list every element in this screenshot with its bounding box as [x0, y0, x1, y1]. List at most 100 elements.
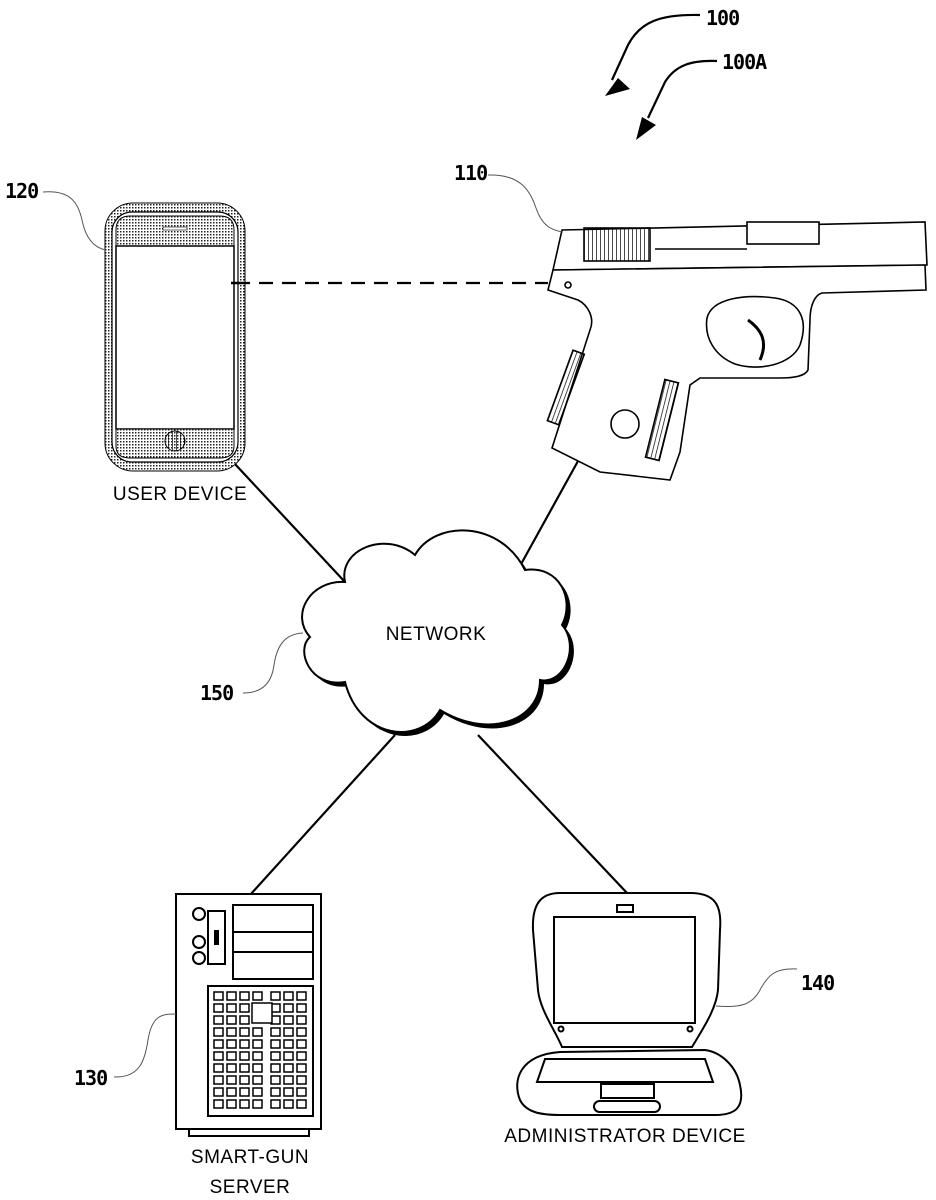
vent-cell [239, 1051, 250, 1061]
laptop-touchpad-button [593, 1100, 661, 1113]
gun-grip-serrations-back [546, 349, 586, 426]
vent-cell [252, 1039, 263, 1049]
vent-cell [226, 1015, 237, 1025]
vent-cell [283, 1003, 294, 1013]
link-network-to-server [249, 734, 396, 896]
vent-cell [213, 1063, 224, 1073]
vent-cell [213, 1075, 224, 1085]
vent-cell [283, 1027, 294, 1037]
vent-cell [270, 1099, 281, 1109]
ref-130: 130 [74, 1066, 107, 1090]
cloud-body [301, 529, 571, 733]
vent-cell [252, 1051, 263, 1061]
vent-cell [270, 1027, 281, 1037]
arrow-100a-head [636, 117, 656, 140]
vent-cell [270, 1051, 281, 1061]
vent-cell [270, 1075, 281, 1085]
vent-cell [252, 991, 263, 1001]
vent-cell [239, 1087, 250, 1097]
vent-large-cell [251, 1002, 273, 1024]
vent-cell [283, 991, 294, 1001]
vent-cell [213, 1003, 224, 1013]
vent-cell [226, 1051, 237, 1061]
vent-cell [296, 1027, 307, 1037]
vent-cell [283, 1075, 294, 1085]
vent-cell [226, 1039, 237, 1049]
vent-cell [213, 1039, 224, 1049]
smart-gun[interactable] [546, 221, 928, 481]
vent-cell [252, 1099, 263, 1109]
admin-device-label: ADMINISTRATOR DEVICE [504, 1126, 746, 1147]
vent-cell [296, 1015, 307, 1025]
user-device-label: USER DEVICE [113, 484, 247, 505]
vent-cell [226, 1075, 237, 1085]
link-gun-to-network [519, 451, 584, 567]
server-label-line2: SERVER [210, 1177, 291, 1198]
arrow-100a [647, 59, 718, 119]
vent-cell [252, 1063, 263, 1073]
vent-cell [213, 1051, 224, 1061]
vent-cell [239, 1039, 250, 1049]
user-device[interactable]: 120 USER DEVICE [5, 179, 247, 505]
vent-cell [283, 1051, 294, 1061]
vent-cell [226, 1027, 237, 1037]
vent-cell [239, 1027, 250, 1037]
vent-cell [239, 1075, 250, 1085]
vent-cell [283, 1063, 294, 1073]
vent-cell [296, 1075, 307, 1085]
link-network-to-admin [477, 734, 628, 894]
vent-cell [213, 1027, 224, 1037]
vent-cell [296, 1099, 307, 1109]
connections [233, 281, 628, 896]
vent-cell [296, 1063, 307, 1073]
vent-cell [252, 1075, 263, 1085]
vent-cell [213, 1015, 224, 1025]
administrator-device[interactable]: 140 ADMINISTRATOR DEVICE [504, 892, 835, 1147]
gun-trigger [747, 318, 765, 361]
arrow-100 [610, 13, 701, 81]
server-led-1 [192, 907, 206, 921]
ref-120: 120 [5, 179, 38, 203]
vent-cell [213, 991, 224, 1001]
vent-cell [283, 1015, 294, 1025]
phone-top-panel [115, 215, 235, 247]
gun-magazine-release [610, 409, 640, 439]
server-label-line1: SMART-GUN [191, 1147, 309, 1168]
vent-cell [239, 991, 250, 1001]
vent-cell [226, 1099, 237, 1109]
server-drive-bay-2 [232, 931, 314, 953]
vent-cell [213, 1087, 224, 1097]
laptop-screen[interactable] [553, 916, 696, 1024]
phone-screen [115, 245, 235, 430]
vent-cell [239, 1099, 250, 1109]
vent-cell [226, 991, 237, 1001]
vent-cell [239, 1015, 250, 1025]
vent-cell [296, 1003, 307, 1013]
ref-150: 150 [200, 681, 233, 705]
server-vent-grid [213, 991, 307, 1109]
vent-cell [296, 991, 307, 1001]
network-label: NETWORK [386, 624, 487, 645]
gun-grip-serrations-front [644, 378, 680, 462]
vent-cell [283, 1039, 294, 1049]
vent-cell [252, 1087, 263, 1097]
vent-cell [283, 1099, 294, 1109]
smart-gun-server[interactable]: 130 SMART-GUN SERVER [74, 893, 322, 1198]
gun-slide-serrations [583, 227, 651, 262]
ref-100: 100 [706, 6, 739, 30]
home-button-icon[interactable] [164, 430, 186, 452]
gun-frame [547, 264, 927, 481]
phone-speaker-icon [162, 226, 188, 231]
vent-cell [226, 1003, 237, 1013]
laptop-keyboard [535, 1058, 715, 1083]
laptop-webcam-icon [616, 904, 634, 913]
server-drive-bay-3 [232, 951, 314, 980]
vent-cell [270, 1063, 281, 1073]
network-cloud[interactable]: NETWORK 150 [200, 529, 574, 736]
ref-110: 110 [454, 161, 487, 185]
laptop-touchpad [600, 1083, 655, 1099]
vent-cell [270, 1087, 281, 1097]
vent-cell [283, 1087, 294, 1097]
server-led-3 [192, 951, 206, 965]
